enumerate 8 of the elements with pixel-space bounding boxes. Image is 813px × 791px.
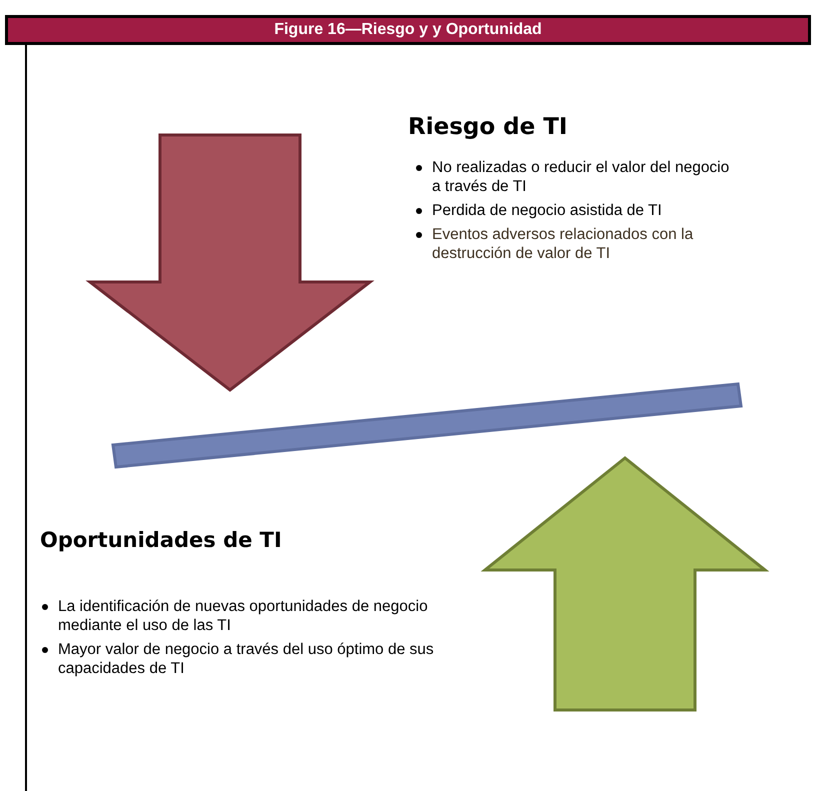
section-heading: Riesgo de TI [408, 114, 568, 140]
figure-title: Figure 16—Riesgo y y Oportunidad [5, 15, 811, 45]
bullet-text: No realizadas o reducir el valor del negocio a través de TI [432, 159, 730, 195]
bullet-text: La identificación de nuevas oportunidades de negocio mediante el uso de las TI [58, 598, 428, 634]
bullet-text: Mayor valor de negocio a través del uso óptimo de sus capacidades de TI [58, 641, 434, 677]
bullet-text: Perdida de negocio asistida de TI [432, 202, 662, 219]
bullet-text: Eventos adversos relacionados con la destrucción de valor de TI [432, 226, 694, 262]
section-heading: Oportunidades de TI [40, 528, 282, 552]
